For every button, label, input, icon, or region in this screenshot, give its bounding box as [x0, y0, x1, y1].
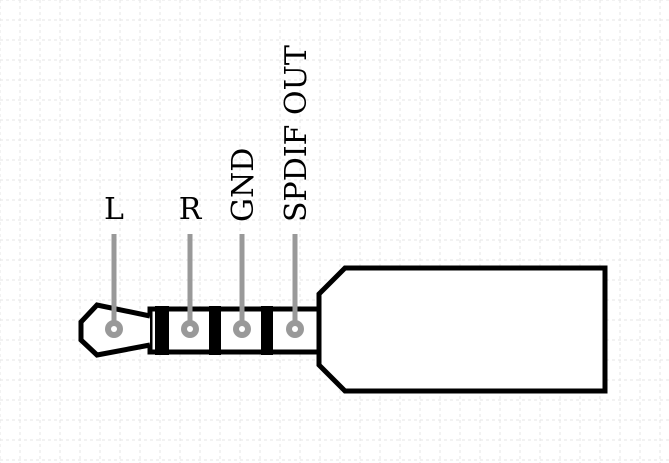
insulator-ring-1: [155, 306, 169, 355]
pin-dot-spdif-center: [292, 326, 298, 332]
pin-dot-r-center: [187, 326, 193, 332]
pin-dot-gnd-center: [239, 326, 245, 332]
label-l: L: [104, 192, 124, 227]
pin-dot-l-center: [111, 326, 117, 332]
label-gnd: GND: [226, 148, 261, 222]
insulator-ring-3: [261, 306, 273, 355]
plug-housing: [316, 265, 608, 394]
label-spdif-out: SPDIF OUT: [279, 45, 314, 222]
insulator-ring-2: [209, 306, 221, 355]
label-r: R: [179, 192, 203, 227]
